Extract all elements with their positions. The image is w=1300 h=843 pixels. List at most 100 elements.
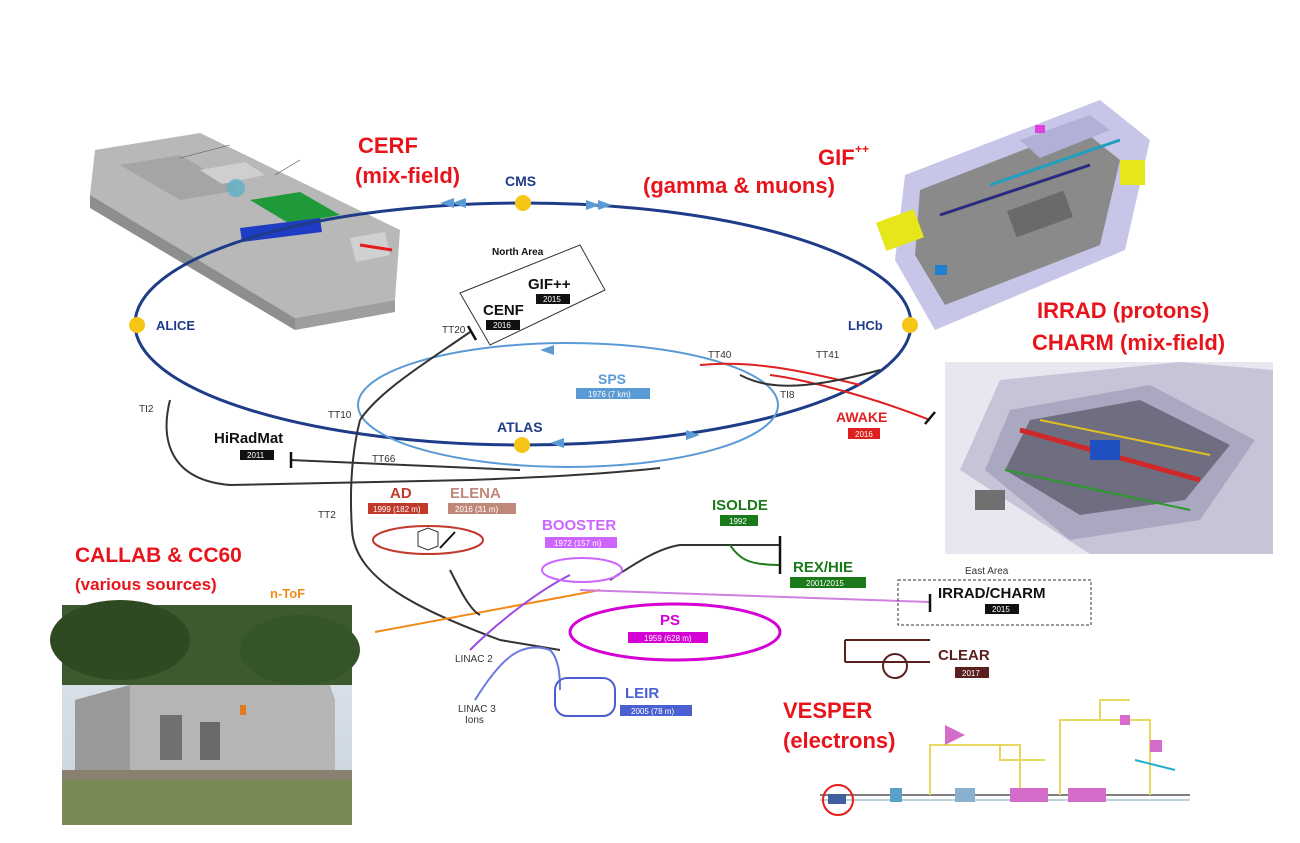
alice-label: ALICE xyxy=(156,318,195,333)
cms-label: CMS xyxy=(505,173,536,189)
ad-ring xyxy=(372,525,484,555)
beam-dump-markers xyxy=(289,325,936,612)
linac3-ions-label: Ions xyxy=(465,715,484,726)
cms-dot xyxy=(515,195,531,211)
cerf-title: CERF xyxy=(358,133,418,158)
tt20-label: TT20 xyxy=(442,325,466,336)
booster-ring xyxy=(541,557,623,583)
clear-label: CLEAR xyxy=(938,647,990,664)
irrad-charm-label: IRRAD/CHARM xyxy=(938,585,1046,602)
cenf-year-text: 2016 xyxy=(493,321,511,330)
ps-label: PS xyxy=(660,612,680,629)
ti8-line xyxy=(739,369,881,387)
callab-subtitle: (various sources) xyxy=(75,575,217,594)
tt41-line xyxy=(769,374,931,421)
clear-schematic xyxy=(844,639,930,679)
callab-building-photo xyxy=(50,600,360,825)
isolde-year-badge xyxy=(720,515,758,526)
ti2-line xyxy=(165,399,661,487)
ad-label: AD xyxy=(390,485,412,502)
alice-dot xyxy=(129,317,145,333)
irrad-charm-facility-image xyxy=(945,362,1273,554)
leir-ring xyxy=(554,677,616,717)
rex-label: REX/HIE xyxy=(793,559,853,576)
sps-ring xyxy=(357,342,779,468)
vesper-title: VESPER xyxy=(783,698,872,723)
ad-year-text: 1999 (182 m) xyxy=(373,505,421,514)
callab-title: CALLAB & CC60 xyxy=(75,544,242,567)
east-area-box xyxy=(897,579,1092,626)
ps-year-text: 1959 (628 m) xyxy=(644,634,692,643)
hiradmat-year-text: 2011 xyxy=(247,451,265,460)
ntof-label: n-ToF xyxy=(270,586,305,601)
sps-year-text: 1976 (7 km) xyxy=(588,390,631,399)
north-area-box xyxy=(459,244,606,346)
tt66-line xyxy=(289,459,521,471)
ad-year-badge xyxy=(368,503,428,514)
tt2-label: TT2 xyxy=(318,510,336,521)
hiradmat-year-badge xyxy=(240,450,274,460)
leir-year-badge xyxy=(620,705,692,716)
tt40-line xyxy=(699,362,861,386)
atlas-label: ATLAS xyxy=(497,419,543,435)
booster-label: BOOSTER xyxy=(542,517,616,534)
cenf-label: CENF xyxy=(483,302,524,319)
gif-subtitle: (gamma & muons) xyxy=(643,173,835,198)
awake-year-text: 2016 xyxy=(855,430,873,439)
gif-year-badge xyxy=(536,294,570,304)
isolde-year-text: 1992 xyxy=(729,517,747,526)
ti2-label: TI2 xyxy=(139,404,154,415)
awake-year-badge xyxy=(848,428,880,439)
charm-title: CHARM (mix-field) xyxy=(1032,330,1225,355)
awake-label: AWAKE xyxy=(836,409,887,425)
sps-label: SPS xyxy=(598,371,626,387)
irrad-charm-year-badge xyxy=(985,604,1019,614)
clear-year-badge xyxy=(955,667,989,678)
ps-year-badge xyxy=(628,632,708,643)
linac3-label: LINAC 3 xyxy=(458,704,496,715)
cenf-year-badge xyxy=(486,320,520,330)
irrad-charm-year-text: 2015 xyxy=(992,605,1010,614)
tt10-line xyxy=(349,419,561,651)
linac2-line xyxy=(469,574,571,651)
vesper-beamline-schematic xyxy=(820,699,1190,816)
rex-year-badge xyxy=(790,577,866,588)
tt20-line xyxy=(359,331,471,421)
ad-line xyxy=(449,569,481,616)
gif-superscript: ++ xyxy=(855,142,869,156)
beam-direction-arrows xyxy=(440,198,700,448)
elena-year-text: 2016 (31 m) xyxy=(455,505,498,514)
atlas-dot xyxy=(514,437,530,453)
sps-year-badge xyxy=(576,388,650,399)
clear-year-text: 2017 xyxy=(962,669,980,678)
gif-year-text: 2015 xyxy=(543,295,561,304)
east-area-label: East Area xyxy=(965,566,1009,577)
cerf-subtitle: (mix-field) xyxy=(355,163,460,188)
lhcb-dot xyxy=(902,317,918,333)
east-area-line xyxy=(579,589,931,603)
ntof-line xyxy=(374,589,601,633)
tt10-label: TT10 xyxy=(328,410,352,421)
leir-label: LEIR xyxy=(625,685,659,702)
tt40-label: TT40 xyxy=(708,350,732,361)
gif-plusplus-label: GIF++ xyxy=(528,276,571,293)
booster-year-text: 1972 (157 m) xyxy=(554,539,602,548)
isolde-branch xyxy=(729,544,781,566)
rex-year-text: 2001/2015 xyxy=(806,579,844,588)
gif-title: GIF xyxy=(818,145,855,170)
linac3-line xyxy=(474,646,561,701)
tt66-label: TT66 xyxy=(372,454,396,465)
ps-ring xyxy=(568,602,782,662)
vesper-subtitle: (electrons) xyxy=(783,728,895,753)
gif-facility-image xyxy=(876,100,1150,330)
tt41-label: TT41 xyxy=(816,350,840,361)
irrad-title: IRRAD (protons) xyxy=(1037,298,1209,323)
leir-year-text: 2005 (78 m) xyxy=(631,707,674,716)
booster-year-badge xyxy=(545,537,617,548)
hiradmat-label: HiRadMat xyxy=(214,430,283,447)
cerf-facility-image xyxy=(62,130,402,330)
linac2-label: LINAC 2 xyxy=(455,654,493,665)
elena-label: ELENA xyxy=(450,485,501,502)
isolde-label: ISOLDE xyxy=(712,497,768,514)
